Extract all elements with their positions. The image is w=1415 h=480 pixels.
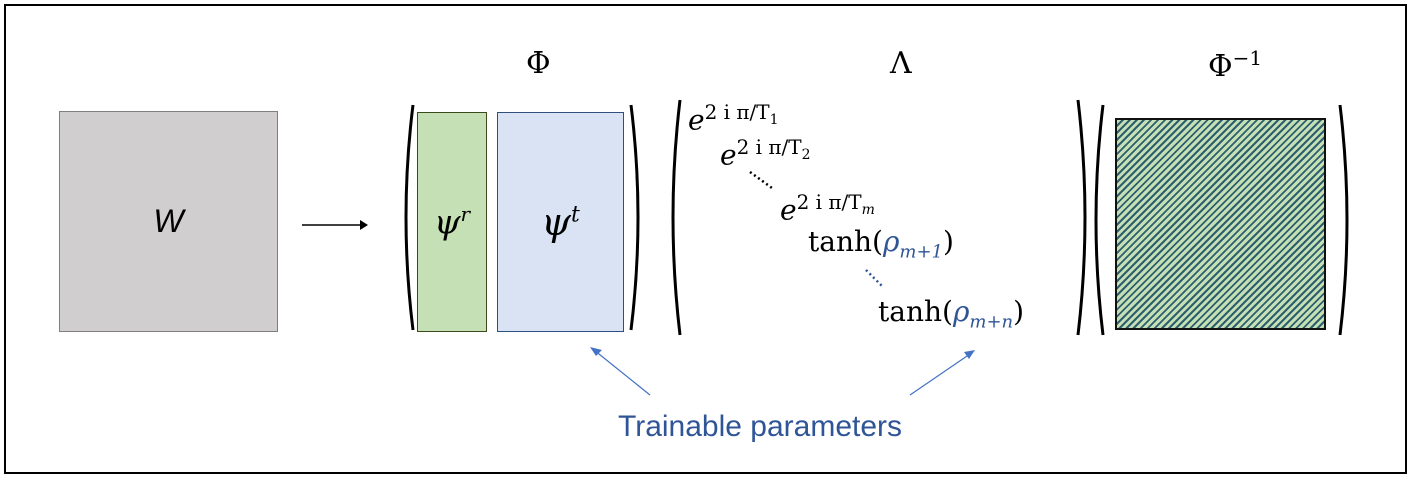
diagonal-dots-icon bbox=[749, 170, 773, 190]
annotation-arrows bbox=[590, 347, 975, 396]
w-label: W bbox=[153, 203, 184, 239]
psi-r-superscript: r bbox=[460, 201, 471, 226]
lambda-title: Λ bbox=[890, 46, 912, 81]
phi-inverse-block bbox=[1115, 118, 1326, 330]
tanh-entry-1: tanh(ρm+1) bbox=[808, 225, 954, 263]
psi-t-block: ψt bbox=[497, 112, 624, 332]
lambda-entry-1: e2 i π/T1 bbox=[688, 100, 779, 137]
phi-title: Φ bbox=[526, 46, 551, 81]
lambda-entry-2: e2 i π/T2 bbox=[720, 135, 811, 172]
phi-brackets bbox=[404, 104, 640, 331]
input-matrix-w: W bbox=[59, 111, 278, 332]
psi-r-block: ψr bbox=[417, 112, 487, 332]
tanh-entry-n: tanh(ρm+n) bbox=[878, 295, 1025, 333]
arrow-icon bbox=[302, 220, 368, 230]
trainable-parameters-label: Trainable parameters bbox=[618, 410, 903, 443]
blue-diagonal-dots-icon bbox=[865, 269, 883, 287]
phi-inverse-title: Φ−1 bbox=[1208, 46, 1263, 84]
lambda-brackets bbox=[671, 99, 1087, 336]
psi-t-symbol: ψ bbox=[541, 200, 571, 244]
lambda-entry-m: e2 i π/Tm bbox=[780, 190, 875, 227]
psi-t-superscript: t bbox=[570, 202, 580, 228]
psi-r-symbol: ψ bbox=[433, 202, 461, 243]
phi-inverse-brackets bbox=[1094, 104, 1349, 336]
